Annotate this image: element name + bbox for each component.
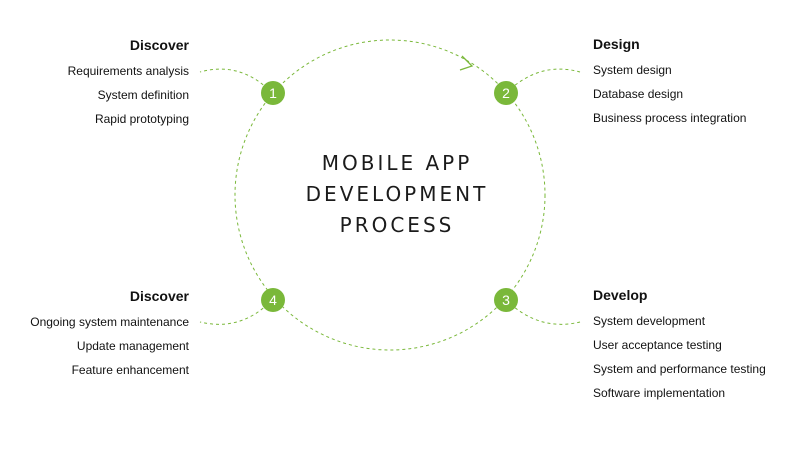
step-4-block: Discover Ongoing system maintenance Upda…: [30, 288, 189, 382]
step-2-item: Business process integration: [593, 111, 747, 125]
step-4-item: Ongoing system maintenance: [30, 315, 189, 329]
diagram-title: MOBILE APP DEVELOPMENT PROCESS: [267, 148, 527, 241]
step-4-heading: Discover: [129, 288, 189, 304]
step-1-item: Requirements analysis: [67, 64, 189, 78]
step-2-item: System design: [593, 63, 672, 77]
step-1-badge: 1: [261, 81, 285, 105]
step-1-item: Rapid prototyping: [94, 112, 189, 126]
step-3-heading: Develop: [593, 287, 648, 303]
step-3-badge: 3: [494, 288, 518, 312]
step-2-badge: 2: [494, 81, 518, 105]
step-4-badge: 4: [261, 288, 285, 312]
step-2-block: Design System design Database design Bus…: [593, 36, 746, 130]
step-3-item: System and performance testing: [593, 362, 766, 376]
step-3-item: Software implementation: [593, 386, 726, 400]
step-2-item: Database design: [593, 87, 684, 101]
title-line-2: DEVELOPMENT: [305, 182, 489, 206]
arrowhead-icon: [459, 55, 474, 71]
step-1-item: System definition: [97, 88, 189, 102]
step-1-heading: Discover: [129, 37, 189, 53]
step-3-item: User acceptance testing: [593, 338, 722, 352]
title-line-3: PROCESS: [339, 213, 455, 237]
step-4-item: Feature enhancement: [71, 363, 189, 377]
step-3-block: Develop System development User acceptan…: [593, 287, 766, 405]
step-2-heading: Design: [593, 36, 640, 52]
step-1-block: Discover Requirements analysis System de…: [68, 37, 189, 131]
step-4-item: Update management: [76, 339, 189, 353]
title-line-1: MOBILE APP: [321, 151, 473, 175]
step-3-item: System development: [593, 314, 706, 328]
